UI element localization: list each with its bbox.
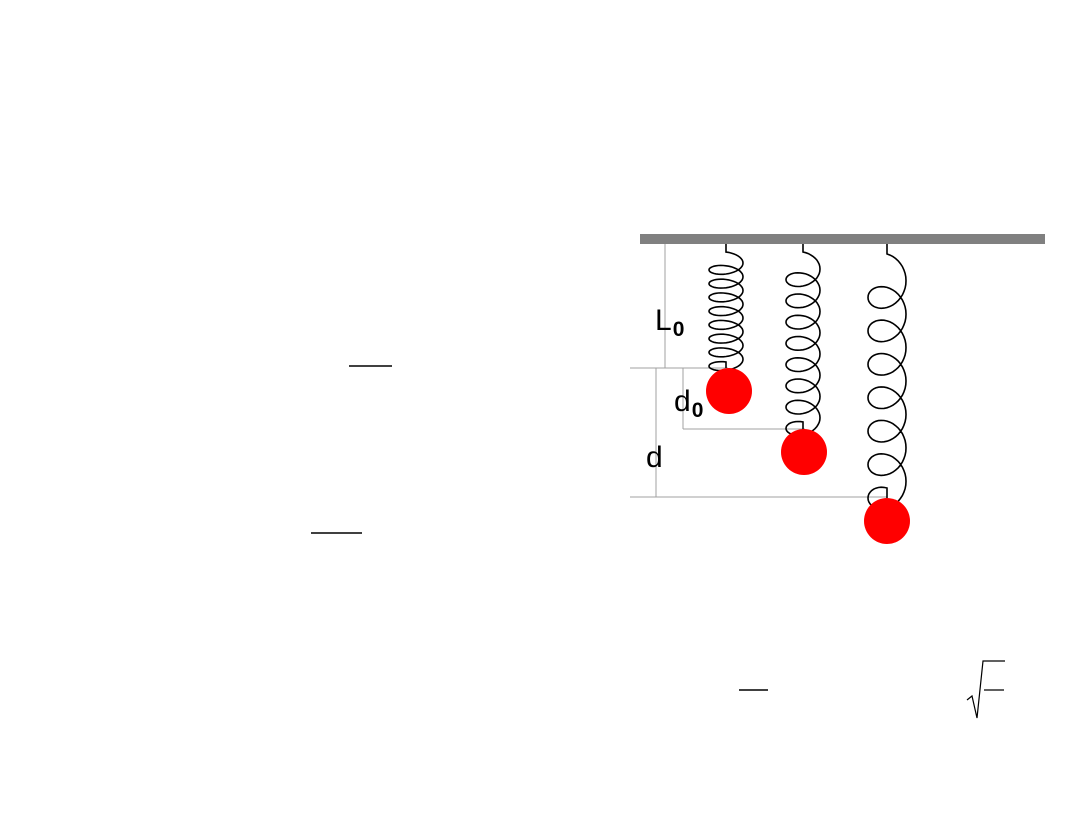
mass-2 xyxy=(781,429,827,475)
spring-stretched-d xyxy=(867,244,907,510)
mass-3 xyxy=(864,498,910,544)
ceiling-bar xyxy=(640,234,1045,244)
spring-stretched-d0 xyxy=(785,244,821,437)
label-initial-stretch: d0 xyxy=(674,385,703,422)
mass-1 xyxy=(706,368,752,414)
label-natural-length: L0 xyxy=(655,304,684,341)
spring-unstretched xyxy=(708,244,744,372)
label-stretch: d xyxy=(646,441,663,474)
square-root-sign xyxy=(966,660,1005,719)
